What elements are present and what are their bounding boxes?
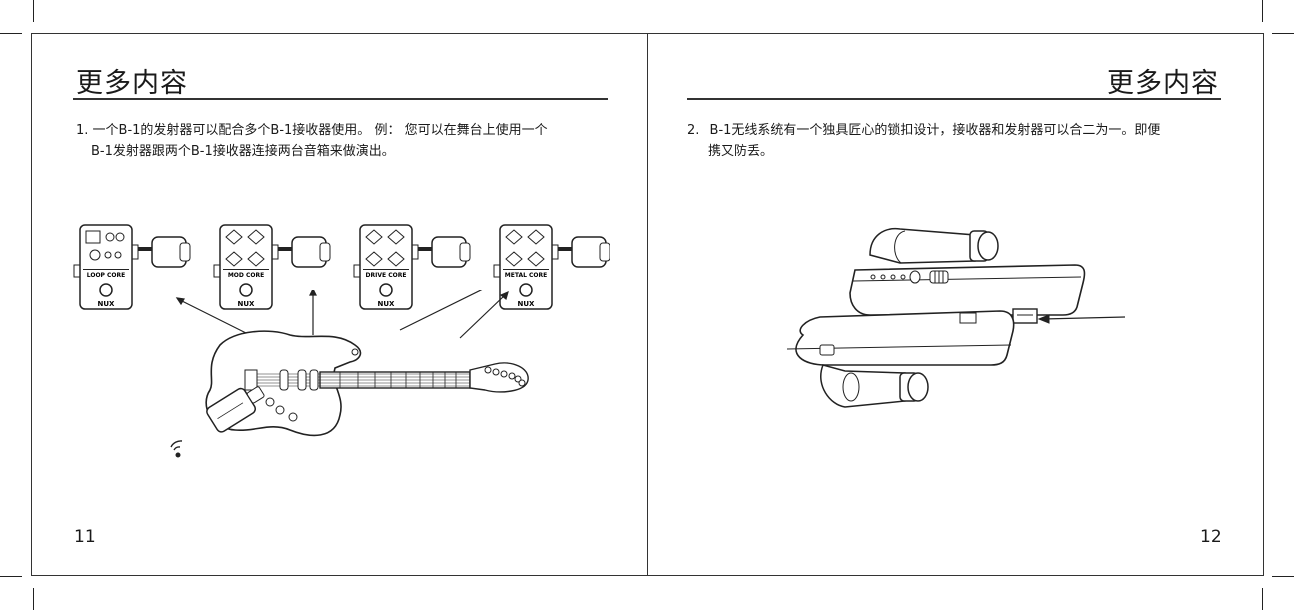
crop-mark bbox=[33, 588, 34, 610]
left-paragraph-line-2: B-1发射器跟两个B-1接收器连接两台音箱来做演出。 bbox=[76, 141, 616, 162]
pedal-2-name: MOD CORE bbox=[228, 272, 264, 279]
upper-unit-body bbox=[849, 264, 1086, 316]
right-title-rule bbox=[687, 98, 1221, 100]
left-line-1-text: 一个B-1的发射器可以配合多个B-1接收器使用。 例： 您可以在舞台上使用一个 bbox=[92, 123, 548, 138]
left-page-number: 11 bbox=[74, 527, 96, 547]
left-item-number: 1. bbox=[76, 123, 89, 138]
pedal-1-brand: NUX bbox=[98, 300, 116, 308]
left-line-2-text: B-1发射器跟两个B-1接收器连接两台音箱来做演出。 bbox=[91, 144, 395, 159]
pedal-group-4: METAL CORE NUX bbox=[493, 224, 610, 310]
pedal-1-name: LOOP CORE bbox=[87, 272, 126, 279]
right-paragraph-line-2: 携又防丢。 bbox=[687, 141, 1227, 162]
right-paragraph: 2. B-1无线系统有一个独具匠心的锁扣设计，接收器和发射器可以合二为一。即便 … bbox=[687, 120, 1227, 162]
upper-plug bbox=[869, 227, 999, 264]
page-divider bbox=[647, 33, 648, 576]
pedals-illustration: LOOP CORE NUX MOD CORE NUX DRIVE CORE NU… bbox=[73, 224, 610, 310]
lock-arrow bbox=[1037, 314, 1126, 324]
lower-plug bbox=[820, 364, 929, 408]
guitar-headstock bbox=[469, 362, 529, 393]
crop-mark bbox=[1262, 588, 1263, 610]
crop-mark bbox=[0, 33, 22, 34]
right-paragraph-line-1: 2. B-1无线系统有一个独具匠心的锁扣设计，接收器和发射器可以合二为一。即便 bbox=[687, 120, 1227, 141]
right-line-2-text: 携又防丢。 bbox=[708, 144, 774, 159]
right-line-1-text: B-1无线系统有一个独具匠心的锁扣设计，接收器和发射器可以合二为一。即便 bbox=[709, 123, 1161, 138]
left-page-title: 更多内容 bbox=[76, 68, 188, 99]
pedal-4-name: METAL CORE bbox=[505, 272, 547, 279]
right-page-title: 更多内容 bbox=[1107, 68, 1219, 99]
wireless-signal-icon bbox=[170, 440, 183, 458]
crop-mark bbox=[1272, 576, 1294, 577]
crop-mark bbox=[0, 576, 22, 577]
pedal-3-brand: NUX bbox=[378, 300, 396, 308]
crop-mark bbox=[1272, 33, 1294, 34]
left-paragraph: 1. 一个B-1的发射器可以配合多个B-1接收器使用。 例： 您可以在舞台上使用… bbox=[76, 120, 616, 162]
pedal-4-brand: NUX bbox=[518, 300, 536, 308]
transmitter bbox=[206, 386, 265, 433]
left-title-rule bbox=[73, 98, 608, 100]
pedal-group-2: MOD CORE NUX bbox=[213, 224, 331, 310]
pedal-group-1: LOOP CORE NUX bbox=[73, 224, 191, 310]
crop-mark bbox=[1262, 0, 1263, 22]
pedal-3-name: DRIVE CORE bbox=[366, 272, 407, 279]
lock-design-illustration bbox=[786, 227, 1126, 408]
right-page-number: 12 bbox=[1200, 527, 1222, 547]
right-item-number: 2. bbox=[687, 123, 700, 138]
lock-tab bbox=[1012, 308, 1038, 324]
left-paragraph-line-1: 1. 一个B-1的发射器可以配合多个B-1接收器使用。 例： 您可以在舞台上使用… bbox=[76, 120, 616, 141]
guitar-illustration bbox=[170, 290, 529, 458]
pedal-group-3: DRIVE CORE NUX bbox=[353, 224, 471, 310]
signal-arrows bbox=[175, 290, 509, 341]
lower-unit-body bbox=[795, 310, 1015, 366]
crop-mark bbox=[33, 0, 34, 22]
pedal-2-brand: NUX bbox=[238, 300, 256, 308]
